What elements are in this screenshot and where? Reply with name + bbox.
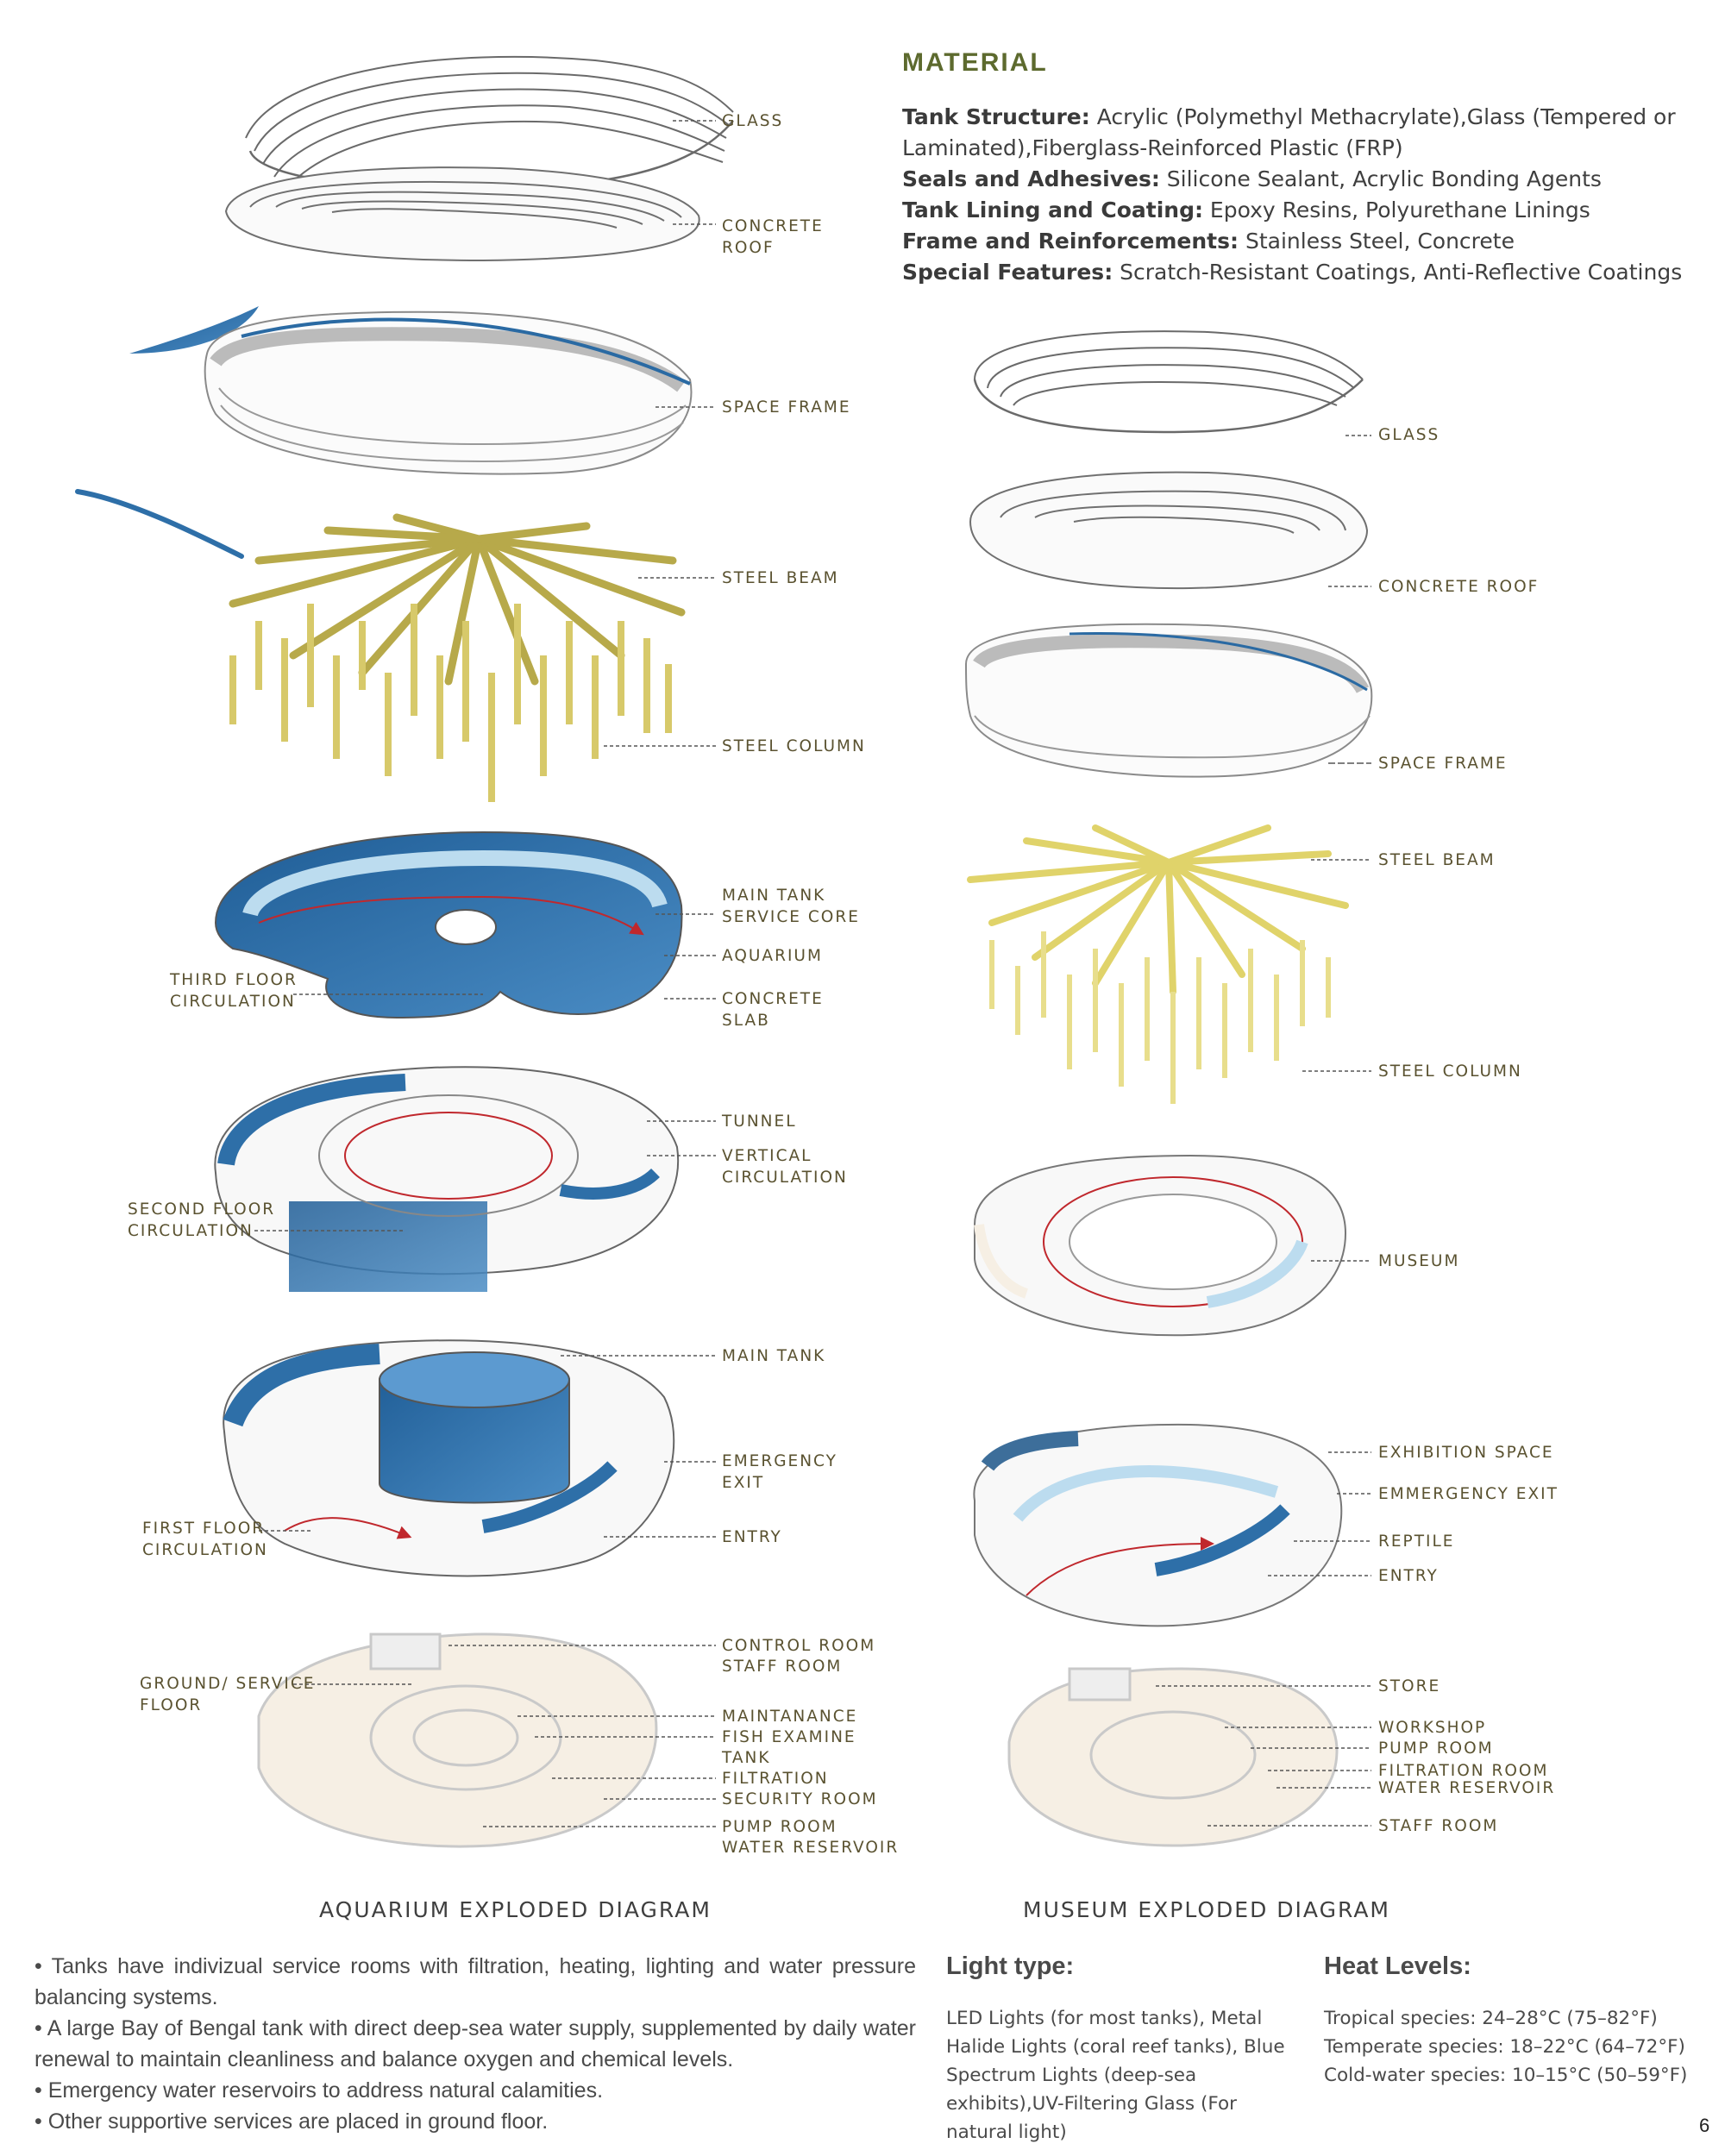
light-type-body: LED Lights (for most tanks), Metal Halid… xyxy=(946,2008,1285,2143)
aquarium-space-frame-layer xyxy=(129,306,693,475)
aquarium-label-steel-column: STEEL COLUMN xyxy=(722,737,866,755)
museum-label-workshop: WORKSHOP xyxy=(1378,1719,1487,1737)
aquarium-label-main-tank-service-core: MAIN TANK SERVICE CORE xyxy=(722,887,860,926)
aquarium-first-floor xyxy=(223,1339,675,1577)
page-number: 6 xyxy=(1699,2115,1710,2136)
aquarium-label-vertical-circulation: VERTICAL CIRCULATION xyxy=(722,1147,848,1187)
museum-label-entry: ENTRY xyxy=(1378,1567,1439,1585)
aquarium-label-second-floor-circulation: SECOND FLOOR CIRCULATION xyxy=(128,1200,276,1240)
aquarium-third-floor xyxy=(214,830,683,1019)
aquarium-label-water-reservoir: WATER RESERVOIR xyxy=(722,1839,900,1857)
museum-space-frame-layer xyxy=(964,623,1373,778)
museum-steel-columns xyxy=(989,931,1331,1104)
aquarium-second-floor xyxy=(214,1066,680,1292)
material-title: MATERIAL xyxy=(902,48,1048,77)
museum-label-pump-room: PUMP ROOM xyxy=(1378,1739,1494,1758)
note-item: • Emergency water reservoirs to address … xyxy=(34,2078,604,2103)
museum-floor-layer xyxy=(974,1154,1347,1337)
aquarium-label-space-frame: SPACE FRAME xyxy=(722,398,851,417)
aquarium-label-fish-examine: FISH EXAMINE xyxy=(722,1728,856,1746)
material-item: Tank Structure: Acrylic (Polymethyl Meth… xyxy=(902,104,1676,160)
museum-label-emmergency-exit: EMMERGENCY EXIT xyxy=(1378,1485,1559,1503)
aquarium-label-control-room: CONTROL ROOM xyxy=(722,1637,876,1655)
light-type-title: Light type: xyxy=(946,1952,1075,1980)
museum-caption: MUSEUM EXPLODED DIAGRAM xyxy=(1023,1897,1390,1922)
aquarium-label-first-floor-circulation: FIRST FLOOR CIRCULATION xyxy=(142,1520,268,1559)
aquarium-label-tank: TANK xyxy=(722,1749,771,1767)
leader-lines xyxy=(254,120,1371,1827)
aquarium-label-staff-room: STAFF ROOM xyxy=(722,1658,843,1676)
aquarium-label-entry: ENTRY xyxy=(722,1528,782,1546)
museum-exhibition-layer xyxy=(973,1423,1343,1627)
museum-label-exhibition-space: EXHIBITION SPACE xyxy=(1378,1444,1554,1462)
museum-label-concrete-roof: CONCRETE ROOF xyxy=(1378,578,1540,596)
aquarium-label-emergency-exit: EMERGENCY EXIT xyxy=(722,1452,837,1492)
museum-label-filtration-room: FILTRATION ROOM xyxy=(1378,1762,1549,1780)
museum-label-store: STORE xyxy=(1378,1677,1441,1695)
aquarium-label-aquarium: AQUARIUM xyxy=(722,947,823,965)
aquarium-label-ground-service-floor: GROUND/ SERVICE FLOOR xyxy=(140,1675,316,1714)
museum-label-glass: GLASS xyxy=(1378,426,1440,444)
aquarium-label-glass: GLASS xyxy=(722,112,784,130)
aquarium-ground-floor xyxy=(257,1633,658,1848)
museum-glass-layer xyxy=(973,330,1364,434)
aquarium-label-third-floor-circulation: THIRD FLOOR CIRCULATION xyxy=(170,971,298,1011)
museum-label-reptile: REPTILE xyxy=(1378,1532,1455,1551)
museum-label-steel-beam: STEEL BEAM xyxy=(1378,851,1496,869)
aquarium-label-security-room: SECURITY ROOM xyxy=(722,1790,878,1808)
note-item: • Other supportive services are placed i… xyxy=(34,2109,549,2134)
notes-list: • Tanks have indivizual service rooms wi… xyxy=(34,1951,916,2137)
aquarium-steel-structure xyxy=(75,489,686,686)
aquarium-caption: AQUARIUM EXPLODED DIAGRAM xyxy=(319,1897,712,1922)
aquarium-label-maintanance: MAINTANANCE xyxy=(722,1708,858,1726)
material-list: Tank Structure: Acrylic (Polymethyl Meth… xyxy=(902,102,1704,288)
aquarium-label-tunnel: TUNNEL xyxy=(722,1112,797,1131)
museum-concrete-roof-layer xyxy=(969,471,1369,590)
note-item: • A large Bay of Bengal tank with direct… xyxy=(34,2016,916,2071)
aquarium-label-filtration: FILTRATION xyxy=(722,1770,829,1788)
museum-steel-structure xyxy=(967,824,1349,995)
aquarium-label-main-tank: MAIN TANK xyxy=(722,1347,826,1365)
museum-ground-layer xyxy=(1007,1667,1339,1847)
material-item: Frame and Reinforcements: Stainless Stee… xyxy=(902,229,1515,254)
aquarium-concrete-roof-layer xyxy=(224,166,700,262)
museum-label-museum: MUSEUM xyxy=(1378,1252,1460,1270)
museum-label-water-reservoir: WATER RESERVOIR xyxy=(1378,1779,1556,1797)
note-item: • Tanks have indivizual service rooms wi… xyxy=(34,1954,916,2009)
aquarium-label-pump-room: PUMP ROOM xyxy=(722,1818,837,1836)
material-item: Tank Lining and Coating: Epoxy Resins, P… xyxy=(902,197,1590,222)
heat-levels-title: Heat Levels: xyxy=(1324,1952,1471,1980)
aquarium-label-concrete-slab: CONCRETE SLAB xyxy=(722,990,824,1030)
heat-levels-body: Tropical species: 24–28°C (75–82°F) Temp… xyxy=(1324,2008,1688,2086)
museum-label-steel-column: STEEL COLUMN xyxy=(1378,1062,1522,1081)
museum-label-staff-room: STAFF ROOM xyxy=(1378,1817,1499,1835)
material-item: Seals and Adhesives: Silicone Sealant, A… xyxy=(902,166,1602,191)
museum-label-space-frame: SPACE FRAME xyxy=(1378,755,1508,773)
aquarium-label-steel-beam: STEEL BEAM xyxy=(722,569,839,587)
aquarium-label-concrete-roof: CONCRETE ROOF xyxy=(722,217,824,257)
aquarium-steel-columns xyxy=(229,604,672,802)
material-item: Special Features: Scratch-Resistant Coat… xyxy=(902,260,1683,285)
